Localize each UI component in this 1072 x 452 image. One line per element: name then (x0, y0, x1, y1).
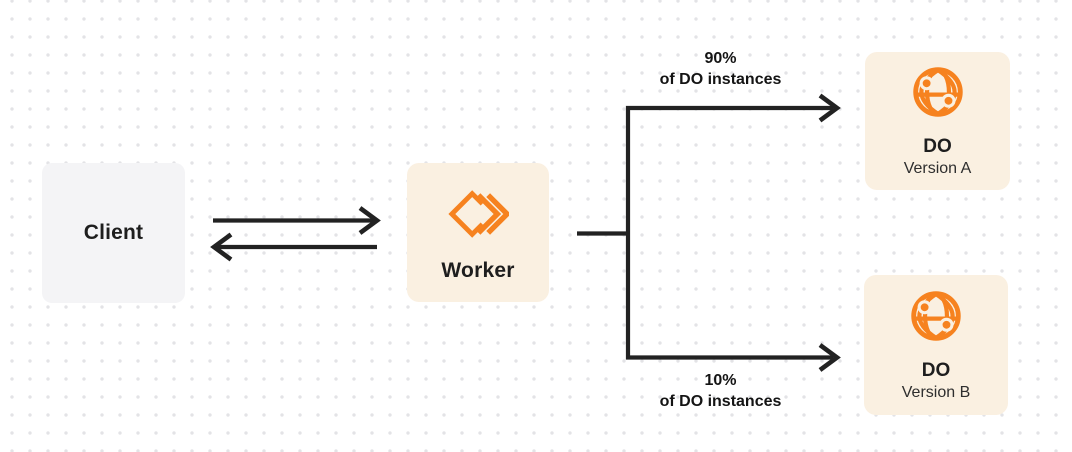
bottom-branch-label: 10% of DO instances (618, 370, 823, 412)
globe-dot-icon (944, 96, 952, 105)
top-branch-percent: 90% (704, 50, 737, 67)
worker-node: Worker (407, 163, 549, 302)
fork-bottom-arrowhead-icon (818, 343, 841, 372)
globe-dot-icon (920, 302, 929, 311)
globe-icon (911, 290, 961, 341)
do-version-b-node: DO Version B (864, 275, 1008, 415)
do-a-subtitle: Version A (903, 159, 972, 177)
workers-logo-icon (448, 189, 509, 238)
globe-dot-icon (922, 78, 931, 87)
client-label: Client (83, 221, 144, 244)
client-to-worker-arrowhead-icon (358, 206, 381, 235)
worker-to-client-arrowhead-icon (210, 232, 233, 262)
do-a-title: DO (923, 135, 952, 157)
fork-top-arrowhead-icon (818, 93, 841, 123)
globe-dot-icon (942, 320, 951, 329)
client-node: Client (42, 163, 185, 303)
globe-icon (912, 66, 963, 117)
worker-label: Worker (441, 258, 515, 282)
fork-line (625, 105, 833, 360)
top-branch-caption: of DO instances (659, 71, 782, 88)
bottom-branch-percent: 10% (704, 372, 737, 389)
bottom-branch-caption: of DO instances (659, 393, 782, 410)
top-branch-label: 90% of DO instances (618, 48, 823, 90)
do-b-subtitle: Version B (901, 383, 971, 401)
do-version-a-node: DO Version A (865, 52, 1010, 190)
do-b-title: DO (921, 359, 951, 381)
